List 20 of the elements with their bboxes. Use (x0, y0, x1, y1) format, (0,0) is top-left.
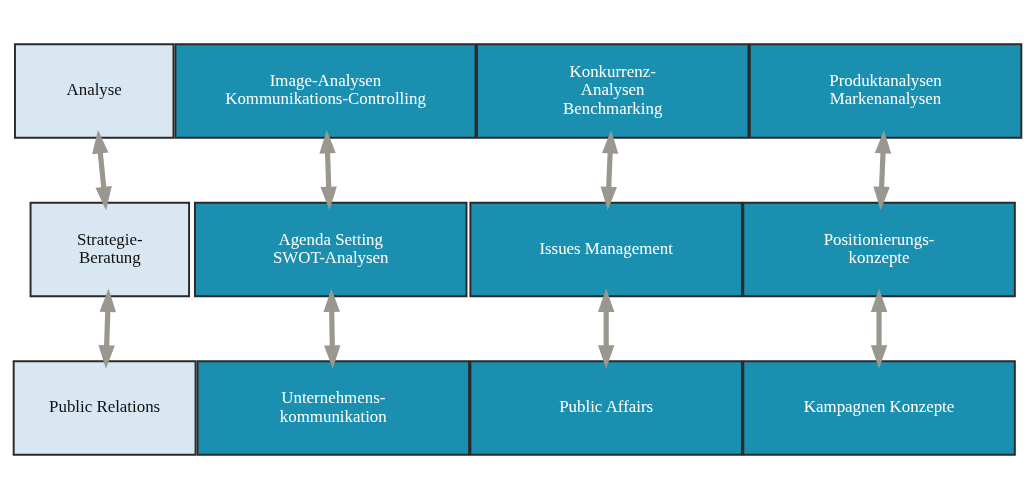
node-box: Kampagnen Konzepte (742, 359, 1016, 456)
node-box: Unternehmens- kommunikation (196, 359, 471, 456)
arrow (600, 129, 619, 210)
node-box: Produktanalysen Markenanalysen (748, 42, 1023, 139)
arrow (319, 129, 337, 210)
arrow (597, 287, 615, 369)
arrow (92, 129, 112, 210)
node-box: Strategie- Beratung (29, 201, 191, 297)
arrow (873, 129, 892, 210)
node-box: Analyse (14, 42, 175, 139)
node-box: Konkurrenz- Analysen Benchmarking (475, 42, 750, 139)
node-box: Image-Analysen Kommunikations-Controlling (174, 42, 477, 139)
arrow (98, 287, 116, 369)
node-box: Agenda Setting SWOT-Analysen (193, 201, 468, 297)
arrow (323, 287, 341, 369)
node-box: Issues Management (469, 201, 743, 297)
node-box: Public Relations (12, 359, 197, 456)
node-box: Positionierungs- konzepte (742, 201, 1016, 297)
arrow (870, 287, 888, 369)
node-box: Public Affairs (469, 359, 743, 456)
